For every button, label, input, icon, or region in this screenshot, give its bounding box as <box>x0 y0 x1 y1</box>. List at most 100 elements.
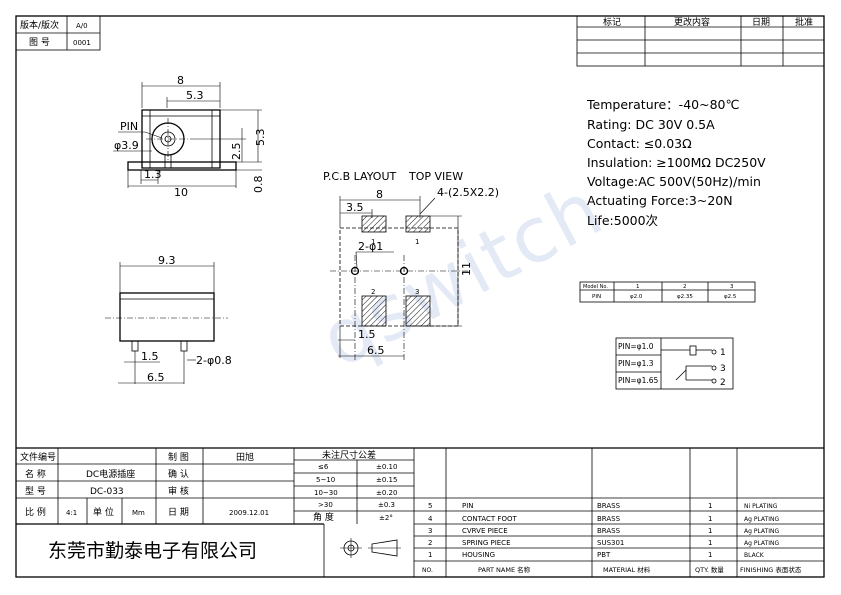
tol-title: 未注尺寸公差 <box>322 449 376 461</box>
part-4-finish: Ag PLATING <box>744 516 779 523</box>
pcb-dim-pin-span: 6.5 <box>367 344 385 357</box>
rev-header-content: 更改内容 <box>674 16 710 28</box>
projection-symbol-icon <box>340 538 401 558</box>
part-2-no: 2 <box>428 539 432 547</box>
side-view: 9.3 1.5 2-φ0.8 6.5 <box>105 254 232 384</box>
tb-company-name: 东莞市勤泰电子有限公司 <box>48 540 257 562</box>
tb-model-value: DC-033 <box>90 487 124 497</box>
front-dim-center: 2.5 <box>230 143 243 161</box>
tb-draw-label: 制 图 <box>168 451 189 463</box>
spec-temperature: Temperature：-40~80℃ <box>586 97 740 112</box>
front-dim-width: 8 <box>177 74 184 87</box>
tb-file-no-label: 文件编号 <box>20 451 56 463</box>
tol-range-3: 10~30 <box>314 489 338 497</box>
model-table: Model No. 1 2 3 PIN φ2.0 φ2.35 φ2.5 <box>579 281 756 303</box>
title-block: 文件编号 名 称 DC电源插座 型 号 DC-033 比 例 4:1 单 位 M… <box>16 447 824 577</box>
version-label: 版本/版次 <box>20 19 59 31</box>
rev-header-approve: 批准 <box>795 16 813 28</box>
model-value-3: φ2.5 <box>724 294 737 300</box>
version-value: A/0 <box>76 22 88 30</box>
part-1-no: 1 <box>428 551 432 559</box>
model-value-2: φ2.35 <box>677 294 693 300</box>
pcb-title: P.C.B LAYOUT <box>323 170 397 183</box>
front-view: 8 5.3 PIN φ3.9 5.3 2.5 <box>113 74 267 199</box>
pin-legend-2-num: 3 <box>720 364 726 374</box>
tol-range-1: ≤6 <box>318 463 329 471</box>
tol-value-1: ±0.10 <box>376 463 397 471</box>
pcb-dim-pad: 4-(2.5X2.2) <box>437 186 499 199</box>
drawing-no-value: 0001 <box>73 39 91 47</box>
front-hole-dia: φ3.9 <box>114 139 139 152</box>
pcb-dim-pin-gap: 1.5 <box>358 328 376 341</box>
pcb-layout: P.C.B LAYOUT TOP VIEW 8 4-(2.5X2.2) 3.5 … <box>323 170 499 360</box>
part-2-name: SPRING PIECE <box>462 539 511 547</box>
tb-date-value: 2009.12.01 <box>229 509 269 517</box>
tb-name-label: 名 称 <box>25 468 46 480</box>
spec-force: Actuating Force:3~20N <box>587 193 733 208</box>
tol-range-5: 角 度 <box>313 511 334 523</box>
parts-header-name: PART NAME 名称 <box>478 565 531 574</box>
part-2-material: SUS301 <box>597 539 624 547</box>
parts-header-finish: FINISHING 表面状态 <box>740 565 802 574</box>
part-1-finish: BLACK <box>744 552 765 559</box>
version-block: 版本/版次 A/0 图 号 0001 <box>15 15 101 51</box>
tol-value-4: ±0.3 <box>378 501 395 509</box>
drawing-no-label: 图 号 <box>29 37 50 48</box>
model-header-label: Model No. <box>583 284 608 290</box>
part-5-qty: 1 <box>708 502 712 510</box>
tol-value-5: ±2° <box>379 514 393 522</box>
revision-table: 标记 更改内容 日期 批准 <box>576 15 825 67</box>
spec-life: Life:5000次 <box>587 213 658 228</box>
pin-legend-1-label: PIN=φ1.0 <box>618 342 654 351</box>
parts-header-material: MATERIAL 材料 <box>603 565 651 574</box>
part-2-qty: 1 <box>708 539 712 547</box>
tb-scale-label: 比 例 <box>25 506 46 518</box>
pcb-subtitle: TOP VIEW <box>408 170 463 183</box>
spec-insulation: Insulation: ≥100MΩ DC250V <box>587 155 766 170</box>
tb-draw-value: 田旭 <box>236 451 254 463</box>
part-3-qty: 1 <box>708 527 712 535</box>
spec-contact: Contact: ≤0.03Ω <box>587 136 692 151</box>
spec-voltage: Voltage:AC 500V(50Hz)/min <box>587 174 761 189</box>
spec-list: Temperature：-40~80℃ Rating: DC 30V 0.5A … <box>586 97 766 228</box>
tb-date-label: 日 期 <box>168 507 189 518</box>
front-dim-bottom: 1.3 <box>144 168 162 181</box>
part-3-material: BRASS <box>597 527 621 535</box>
part-5-material: BRASS <box>597 502 621 510</box>
part-4-qty: 1 <box>708 515 712 523</box>
pcb-pad-label-2: 2 <box>371 288 375 296</box>
front-pin-label: PIN <box>120 120 138 133</box>
front-dim-height: 5.3 <box>254 129 267 147</box>
part-1-name: HOUSING <box>462 551 495 559</box>
pcb-dim-height: 11 <box>460 262 473 276</box>
side-dim-pin-span: 6.5 <box>147 371 165 384</box>
front-dim-base: 10 <box>174 186 188 199</box>
model-header-1: 1 <box>636 284 640 290</box>
part-3-name: CVRVE PIECE <box>462 527 508 535</box>
pcb-pad-label-1b: 1 <box>415 238 419 246</box>
part-3-finish: Ag PLATING <box>744 528 779 535</box>
pcb-hole-label: 2-φ1 <box>358 240 383 253</box>
tol-value-3: ±0.20 <box>376 489 397 497</box>
part-5-finish: Ni PLATING <box>744 503 778 510</box>
pin-legend: PIN=φ1.0 PIN=φ1.3 PIN=φ1.65 1 3 2 <box>615 337 734 390</box>
part-4-name: CONTACT FOOT <box>462 515 517 523</box>
model-row-label: PIN <box>592 294 601 300</box>
part-1-material: PBT <box>597 551 611 559</box>
parts-header-qty: QTY. 数量 <box>695 565 724 574</box>
part-4-no: 4 <box>428 515 433 523</box>
tol-value-2: ±0.15 <box>376 476 397 484</box>
tb-unit-value: Mm <box>132 509 145 517</box>
part-3-no: 3 <box>428 527 432 535</box>
side-dim-pin-gap: 1.5 <box>141 350 159 363</box>
part-5-name: PIN <box>462 502 474 510</box>
part-2-finish: Ag PLATING <box>744 540 779 547</box>
pcb-dim-offset: 3.5 <box>346 201 364 214</box>
pin-legend-2-label: PIN=φ1.3 <box>618 359 654 368</box>
tb-name-value: DC电源插座 <box>86 468 135 480</box>
tol-range-2: 5~10 <box>316 476 335 484</box>
tb-approve-label: 审 核 <box>168 485 189 497</box>
side-dim-length: 9.3 <box>158 254 176 267</box>
part-5-no: 5 <box>428 502 432 510</box>
